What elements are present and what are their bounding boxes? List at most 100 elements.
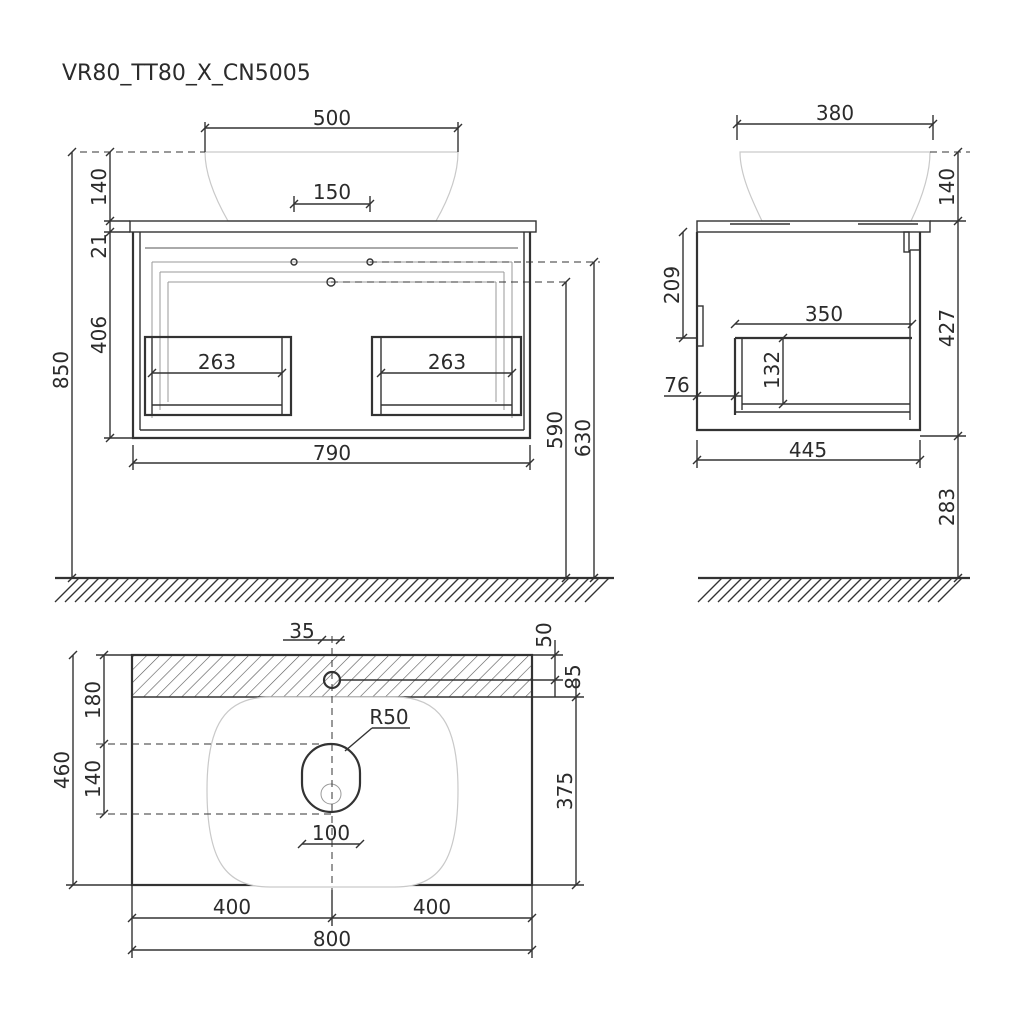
floor-hatch-line [254, 577, 280, 603]
tap-hole-left [290, 258, 298, 266]
side-cabinet-frame [695, 232, 922, 432]
dim-400-left: 400 [213, 895, 251, 919]
floor-hatch-line [777, 577, 803, 603]
floor-hatch-line [194, 577, 220, 603]
floor-hatch-line [937, 577, 963, 603]
floor-hatch-line [214, 577, 240, 603]
floor-hatch-line [74, 577, 100, 603]
floor-hatch-line [787, 577, 813, 603]
top-drain-inner [320, 783, 342, 805]
floor-hatch-line [584, 577, 610, 603]
dim-140-top: 140 [81, 760, 105, 798]
dim-132: 132 [760, 351, 784, 389]
dim-400-right: 400 [413, 895, 451, 919]
floor-hatch-line [887, 577, 913, 603]
floor-hatch-line [244, 577, 270, 603]
floor-hatch-line [184, 577, 210, 603]
floor-hatch-line [867, 577, 893, 603]
dim-r50: R50 [369, 705, 408, 729]
floor-hatch-line [707, 577, 733, 603]
floor-hatch-line [334, 577, 360, 603]
dim-85: 85 [561, 664, 585, 689]
floor-hatch-line [144, 577, 170, 603]
floor-hatch-line [697, 577, 723, 603]
floor-hatch-line [807, 577, 833, 603]
floor-hatch-line [404, 577, 430, 603]
dim-790: 790 [313, 441, 351, 465]
floor-hatch-line [524, 577, 550, 603]
floor-hatch-line [817, 577, 843, 603]
side-countertop [696, 220, 931, 233]
floor-hatch-line [274, 577, 300, 603]
floor-hatch-line [877, 577, 903, 603]
floor-hatch-line [917, 577, 943, 603]
floor-hatch-line [797, 577, 823, 603]
floor-hatch-line [294, 577, 320, 603]
dim-263-left: 263 [198, 350, 236, 374]
drawing-title: VR80_TT80_X_CN5005 [62, 61, 311, 86]
front-floor-hatch [54, 577, 610, 603]
floor-hatch-line [384, 577, 410, 603]
floor-hatch-line [747, 577, 773, 603]
floor-hatch-line [414, 577, 440, 603]
side-floor-hatch [697, 577, 963, 603]
floor-hatch-line [204, 577, 230, 603]
front-countertop [129, 220, 537, 233]
floor-hatch-line [544, 577, 570, 603]
floor-hatch-line [424, 577, 450, 603]
dim-140-side: 140 [935, 168, 959, 206]
floor-hatch-line [354, 577, 380, 603]
floor-hatch-line [164, 577, 190, 603]
dim-380: 380 [816, 101, 854, 125]
floor-hatch-line [837, 577, 863, 603]
dim-375: 375 [553, 772, 577, 810]
floor-hatch-line [304, 577, 330, 603]
dim-263-right: 263 [428, 350, 466, 374]
floor-hatch-line [84, 577, 110, 603]
dim-283: 283 [935, 488, 959, 526]
floor-hatch-line [494, 577, 520, 603]
dim-850: 850 [49, 351, 73, 389]
dim-100: 100 [312, 821, 350, 845]
side-basin [739, 151, 931, 222]
floor-hatch-line [134, 577, 160, 603]
dim-630: 630 [571, 419, 595, 457]
floor-hatch-line [394, 577, 420, 603]
floor-hatch-line [224, 577, 250, 603]
floor-hatch-line [514, 577, 540, 603]
floor-hatch-line [324, 577, 350, 603]
dim-35: 35 [289, 619, 314, 643]
floor-hatch-line [504, 577, 530, 603]
side-drawer [733, 336, 912, 415]
floor-hatch-line [717, 577, 743, 603]
floor-hatch-line [454, 577, 480, 603]
floor-hatch-line [364, 577, 390, 603]
floor-hatch-line [64, 577, 90, 603]
dim-209: 209 [660, 266, 684, 304]
dim-427: 427 [935, 309, 959, 347]
floor-hatch-line [554, 577, 580, 603]
floor-hatch-line [314, 577, 340, 603]
floor-hatch-line [757, 577, 783, 603]
dim-76: 76 [664, 373, 689, 397]
dim-350: 350 [805, 302, 843, 326]
floor-hatch-line [114, 577, 140, 603]
floor-hatch-line [444, 577, 470, 603]
floor-hatch-line [54, 577, 80, 603]
front-view: 500 150 140 21 406 850 263 2 [49, 106, 614, 603]
floor-hatch-line [927, 577, 953, 603]
drawer-right [370, 335, 523, 417]
floor-hatch-line [737, 577, 763, 603]
floor-hatch-line [534, 577, 560, 603]
dim-21: 21 [87, 233, 111, 258]
floor-hatch-line [174, 577, 200, 603]
top-view: 35 50 85 375 R50 180 140 [50, 619, 585, 958]
front-cabinet-frame [131, 232, 532, 440]
floor-hatch-line [124, 577, 150, 603]
floor-hatch-line [94, 577, 120, 603]
floor-hatch-line [464, 577, 490, 603]
floor-hatch-line [574, 577, 600, 603]
dim-406: 406 [87, 316, 111, 354]
floor-hatch-line [564, 577, 590, 603]
